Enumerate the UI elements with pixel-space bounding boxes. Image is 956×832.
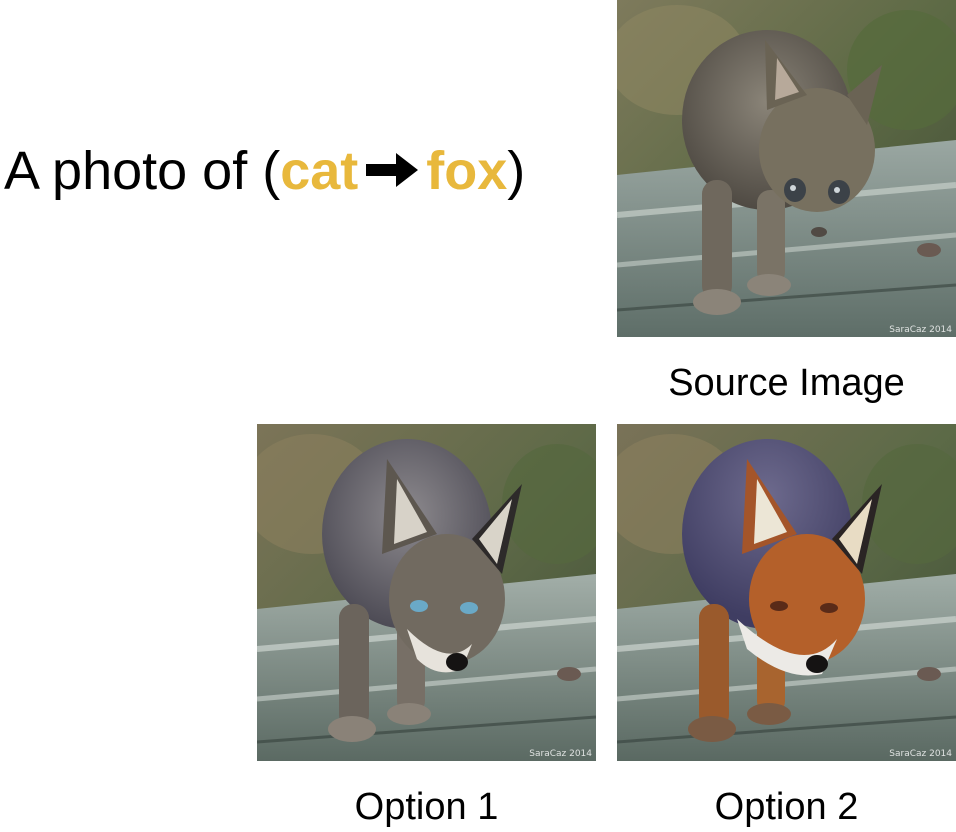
prompt-text: A photo of (cat fox)	[4, 138, 525, 211]
option-2-caption: Option 2	[714, 786, 859, 828]
prompt-prefix: A photo of (	[4, 141, 281, 201]
right-arrow-icon	[364, 139, 420, 205]
target-word: fox	[426, 141, 508, 201]
source-image-caption: Source Image	[668, 362, 905, 404]
watermark: SaraCaz 2014	[889, 325, 952, 335]
source-image: SaraCaz 2014	[617, 0, 956, 337]
option-2-image: SaraCaz 2014	[617, 424, 956, 761]
option-1-caption: Option 1	[354, 786, 499, 828]
source-word: cat	[280, 141, 359, 201]
option-1-image: SaraCaz 2014	[257, 424, 596, 761]
watermark: SaraCaz 2014	[889, 749, 952, 759]
watermark: SaraCaz 2014	[529, 749, 592, 759]
prompt-suffix: )	[507, 141, 526, 201]
